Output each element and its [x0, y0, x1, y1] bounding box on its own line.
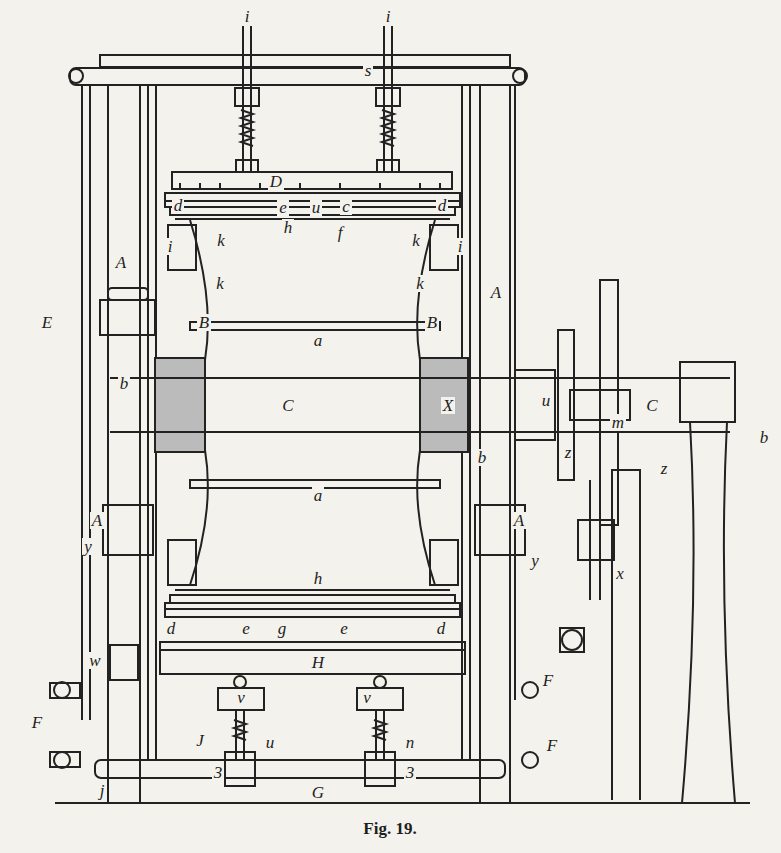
part-letter: u — [264, 734, 277, 751]
part-letter: s — [363, 62, 374, 79]
part-letter: y — [82, 538, 94, 555]
part-letter: F — [541, 672, 555, 689]
part-letter: d — [172, 197, 185, 214]
part-letter: w — [87, 652, 102, 669]
part-letter: d — [435, 620, 448, 637]
part-letter: i — [166, 238, 175, 255]
part-letter: F — [30, 714, 44, 731]
part-letter: J — [194, 732, 206, 749]
part-letter: X — [441, 397, 455, 414]
part-letter: f — [336, 224, 345, 241]
part-letter: a — [312, 487, 325, 504]
part-letter: z — [563, 444, 574, 461]
part-letter: B — [197, 314, 211, 331]
part-letter: z — [659, 460, 670, 477]
part-letter: k — [215, 232, 227, 249]
part-letter: i — [243, 8, 252, 25]
part-letter: d — [165, 620, 178, 637]
part-letter: 3 — [212, 764, 225, 781]
part-letter: k — [414, 275, 426, 292]
part-letter: u — [540, 392, 553, 409]
part-letter: b — [118, 375, 131, 392]
part-letter: B — [425, 314, 439, 331]
part-letter: G — [310, 784, 326, 801]
part-letter: c — [340, 198, 352, 215]
part-letter: d — [436, 197, 449, 214]
part-letter: i — [384, 8, 393, 25]
part-letter: k — [410, 232, 422, 249]
part-letter: j — [98, 782, 107, 799]
part-letter: F — [545, 737, 559, 754]
part-letter: A — [489, 284, 503, 301]
part-letter: e — [338, 620, 350, 637]
part-letter: k — [214, 275, 226, 292]
part-letter: v — [361, 689, 373, 706]
part-letter: h — [312, 570, 325, 587]
part-letter: m — [610, 414, 626, 431]
part-letter: A — [114, 254, 128, 271]
part-letter: 3 — [404, 764, 417, 781]
part-letter: n — [404, 734, 417, 751]
part-letter: H — [310, 654, 326, 671]
part-letter: u — [310, 199, 323, 216]
part-letter: A — [512, 512, 526, 529]
part-letter: e — [240, 620, 252, 637]
part-letter: b — [476, 449, 489, 466]
part-letter: A — [90, 512, 104, 529]
figure-caption: Fig. 19. — [363, 820, 416, 837]
part-letter: C — [644, 397, 659, 414]
part-letter: g — [276, 620, 289, 637]
part-letter: D — [268, 173, 284, 190]
part-letter: h — [282, 219, 295, 236]
part-letter: y — [529, 552, 541, 569]
part-letter: E — [40, 314, 54, 331]
part-letter: e — [277, 199, 289, 216]
part-letter: a — [312, 332, 325, 349]
part-letter: i — [456, 238, 465, 255]
part-letter: b — [758, 429, 771, 446]
part-letter: v — [235, 689, 247, 706]
part-letter: x — [614, 565, 626, 582]
part-letter: C — [280, 397, 295, 414]
